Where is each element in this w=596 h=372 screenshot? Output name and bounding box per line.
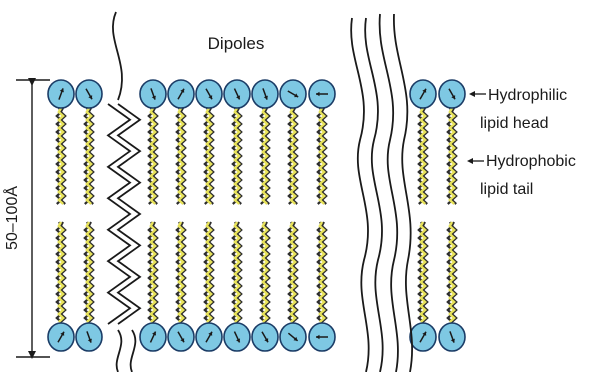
hydrophobic-label-line1: Hydrophobic <box>486 153 576 170</box>
lipid-bilayer <box>48 80 465 351</box>
lipid-tail <box>448 222 456 322</box>
lipid-tail <box>318 108 326 204</box>
lipid-tail <box>205 222 213 322</box>
lipid-tail <box>419 222 427 322</box>
lipid-head <box>76 323 102 351</box>
lipid-tail <box>149 222 157 322</box>
hydrophobic-label-line2: lipid tail <box>480 181 533 198</box>
lipid-tail <box>177 108 185 204</box>
lipid-tail <box>149 108 157 204</box>
lipid-tail <box>318 222 326 322</box>
lipid-head <box>168 323 194 351</box>
lipid-tail <box>261 222 269 322</box>
lipid-tail <box>233 222 241 322</box>
lipid-head <box>439 80 465 108</box>
lipid-tail <box>419 108 427 204</box>
lipid-head <box>439 323 465 351</box>
lipid-head <box>48 80 74 108</box>
lipid-tail <box>177 222 185 322</box>
hydrophilic-label-line2: lipid head <box>480 115 549 132</box>
dipoles-label: Dipoles <box>208 34 265 53</box>
lipid-head <box>140 323 166 351</box>
lipid-tail <box>289 108 297 204</box>
lipid-head <box>196 323 222 351</box>
lipid-head <box>76 80 102 108</box>
lipid-tail <box>448 108 456 204</box>
lipid-tail <box>85 222 93 322</box>
lipid-head <box>140 80 166 108</box>
lipid-head <box>224 80 250 108</box>
lipid-head <box>410 323 436 351</box>
lipid-tail <box>289 222 297 322</box>
lipid-tail <box>57 108 65 204</box>
hydrophilic-label-line1: Hydrophilic <box>488 87 567 104</box>
lipid-head <box>252 80 278 108</box>
lipid-head <box>309 80 335 108</box>
lipid-head <box>224 323 250 351</box>
lipid-head <box>252 323 278 351</box>
lipid-tail <box>261 108 269 204</box>
lipid-head <box>48 323 74 351</box>
thickness-dimension <box>16 80 50 357</box>
lipid-head <box>168 80 194 108</box>
lipid-head <box>410 80 436 108</box>
transmembrane-protein <box>351 14 412 372</box>
lipid-head <box>309 323 335 351</box>
lipid-head <box>280 323 306 351</box>
lipid-head <box>280 80 306 108</box>
thickness-label: 50–100Å <box>2 186 21 250</box>
lipid-tail <box>233 108 241 204</box>
zigzag-protein <box>108 12 140 372</box>
lipid-tail <box>85 108 93 204</box>
lipid-head <box>196 80 222 108</box>
lipid-tail <box>57 222 65 322</box>
lipid-tail <box>205 108 213 204</box>
